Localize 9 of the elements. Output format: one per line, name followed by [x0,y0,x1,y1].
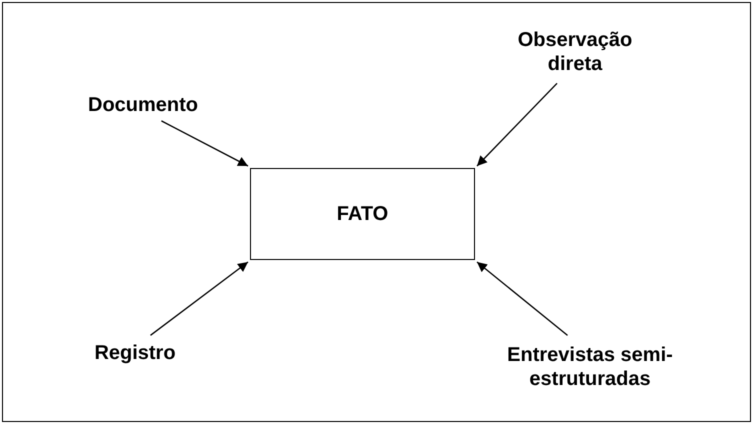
arrow [150,261,248,336]
text-label: Registro [75,340,195,366]
arrow [476,82,558,166]
text-label: Entrevistas semi-estruturadas [470,340,710,394]
process-box: FATO [250,168,475,260]
text-label: Documento [58,92,228,118]
arrow [476,262,568,336]
arrow [161,120,248,167]
text-label: Observação direta [500,26,650,78]
